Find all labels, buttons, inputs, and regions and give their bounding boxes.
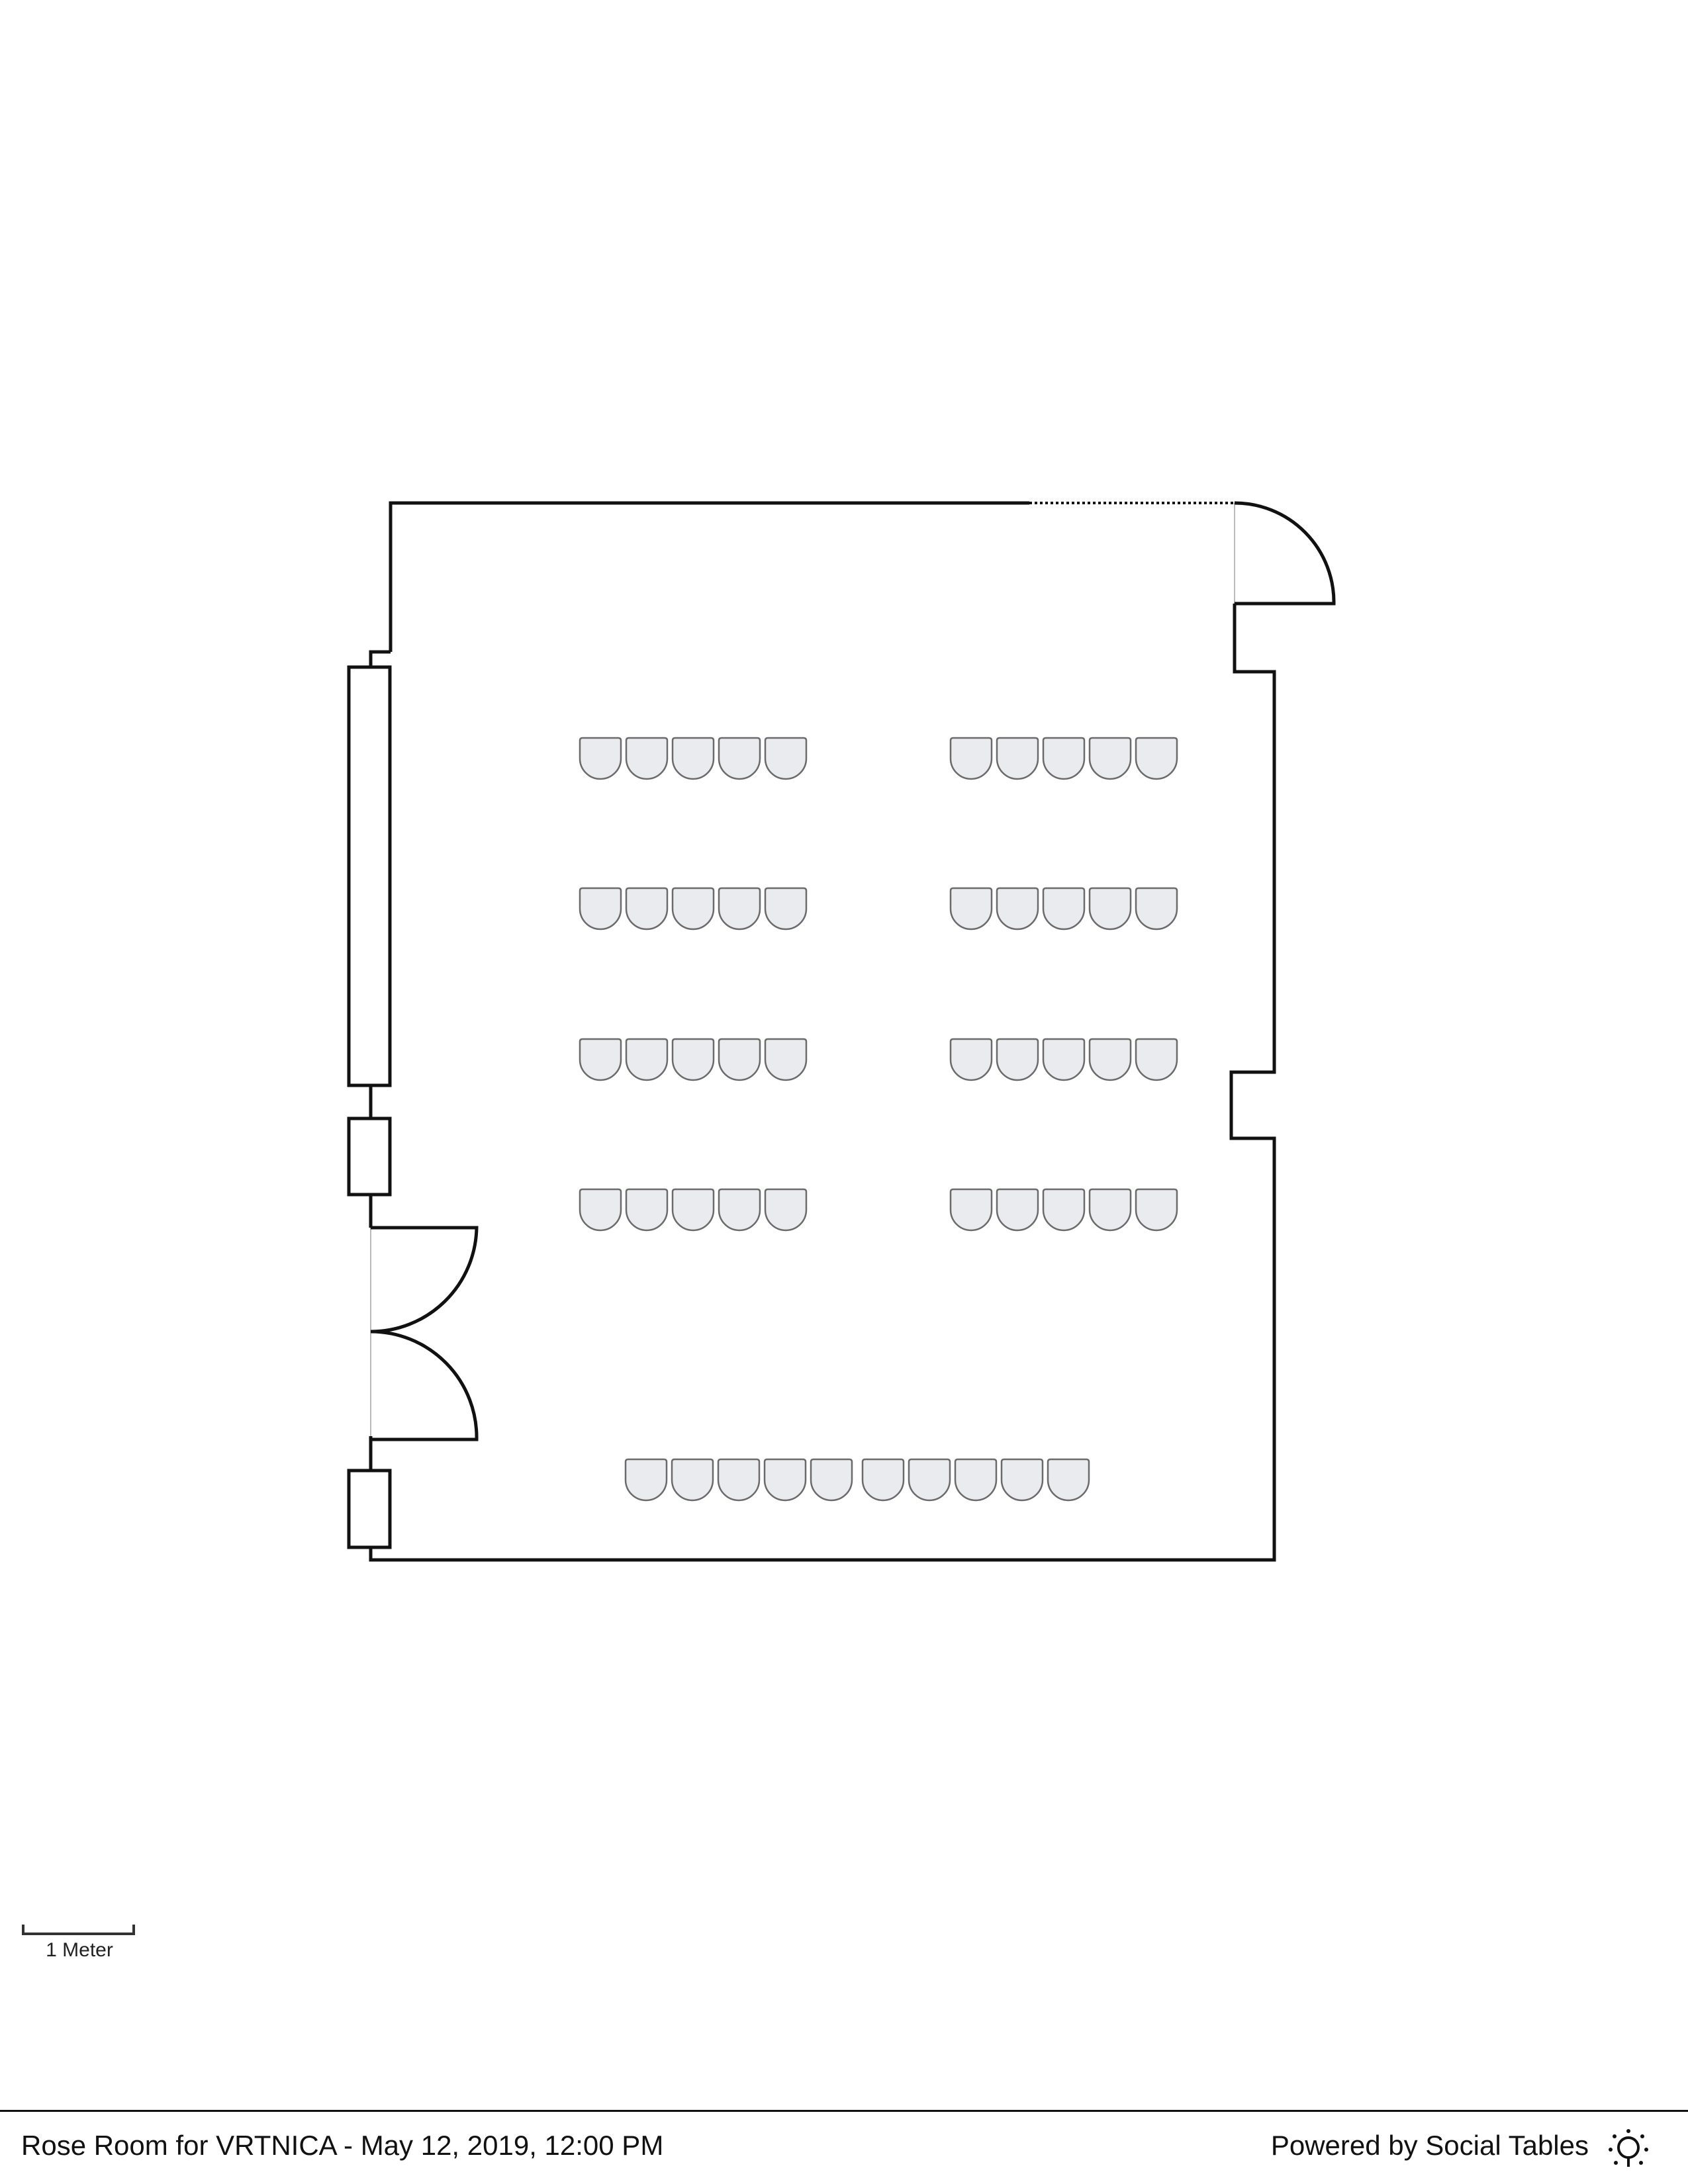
- chair-3: [671, 737, 715, 780]
- room-walls: [369, 501, 1276, 1562]
- footer-brand-text: Powered by Social Tables: [1270, 2130, 1589, 2161]
- social-tables-logo-icon: [1609, 2129, 1648, 2167]
- chair-36: [949, 1188, 993, 1232]
- chair-19: [1088, 887, 1132, 931]
- chair-48: [954, 1458, 998, 1502]
- window-short: [347, 1116, 392, 1197]
- chair-22: [625, 1038, 669, 1081]
- chair-27: [996, 1038, 1039, 1081]
- chair-12: [625, 887, 669, 931]
- chair-21: [579, 1038, 622, 1081]
- left-wall-fixtures: [347, 665, 392, 1549]
- chair-layout: [579, 737, 1178, 1502]
- chair-46: [861, 1458, 905, 1502]
- footer-event-title: Rose Room for VRTNICA - May 12, 2019, 12…: [21, 2130, 664, 2161]
- chair-33: [671, 1188, 715, 1232]
- footer-divider: [0, 2110, 1688, 2112]
- chair-26: [949, 1038, 993, 1081]
- chair-17: [996, 887, 1039, 931]
- chair-34: [718, 1188, 761, 1232]
- chair-14: [718, 887, 761, 931]
- left-wall-upper: [369, 650, 391, 667]
- chair-28: [1042, 1038, 1086, 1081]
- chair-35: [764, 1188, 808, 1232]
- chair-13: [671, 887, 715, 931]
- chair-16: [949, 887, 993, 931]
- door-leaf-top: [370, 1226, 479, 1334]
- window-long: [347, 665, 392, 1087]
- chair-43: [717, 1458, 761, 1502]
- chair-37: [996, 1188, 1039, 1232]
- chair-25: [764, 1038, 808, 1081]
- chair-20: [1135, 887, 1178, 931]
- scale-bar: [22, 1925, 135, 1935]
- chair-10: [1135, 737, 1178, 780]
- chair-4: [718, 737, 761, 780]
- corner-door: [1234, 501, 1336, 606]
- chair-15: [764, 887, 808, 931]
- chair-47: [908, 1458, 951, 1502]
- chair-11: [579, 887, 622, 931]
- double-door: [370, 1226, 479, 1441]
- window-bottom: [347, 1469, 392, 1549]
- chair-24: [718, 1038, 761, 1081]
- chair-5: [764, 737, 808, 780]
- chair-23: [671, 1038, 715, 1081]
- scale-label: 1 Meter: [46, 1939, 113, 1961]
- chair-6: [949, 737, 993, 780]
- chair-8: [1042, 737, 1086, 780]
- chair-18: [1042, 887, 1086, 931]
- chair-2: [625, 737, 669, 780]
- chair-38: [1042, 1188, 1086, 1232]
- corner-door-leaf: [1234, 501, 1336, 606]
- chair-44: [763, 1458, 807, 1502]
- chair-1: [579, 737, 622, 780]
- chair-29: [1088, 1038, 1132, 1081]
- door-leaf-bottom: [370, 1330, 479, 1441]
- chair-7: [996, 737, 1039, 780]
- chair-50: [1047, 1458, 1090, 1502]
- chair-49: [1000, 1458, 1044, 1502]
- chair-31: [579, 1188, 622, 1232]
- top-wall: [389, 501, 1029, 652]
- chair-32: [625, 1188, 669, 1232]
- chair-9: [1088, 737, 1132, 780]
- right-wall: [369, 604, 1276, 1562]
- chair-41: [624, 1458, 668, 1502]
- chair-40: [1135, 1188, 1178, 1232]
- chair-45: [810, 1458, 853, 1502]
- chair-42: [671, 1458, 714, 1502]
- chair-30: [1135, 1038, 1178, 1081]
- chair-39: [1088, 1188, 1132, 1232]
